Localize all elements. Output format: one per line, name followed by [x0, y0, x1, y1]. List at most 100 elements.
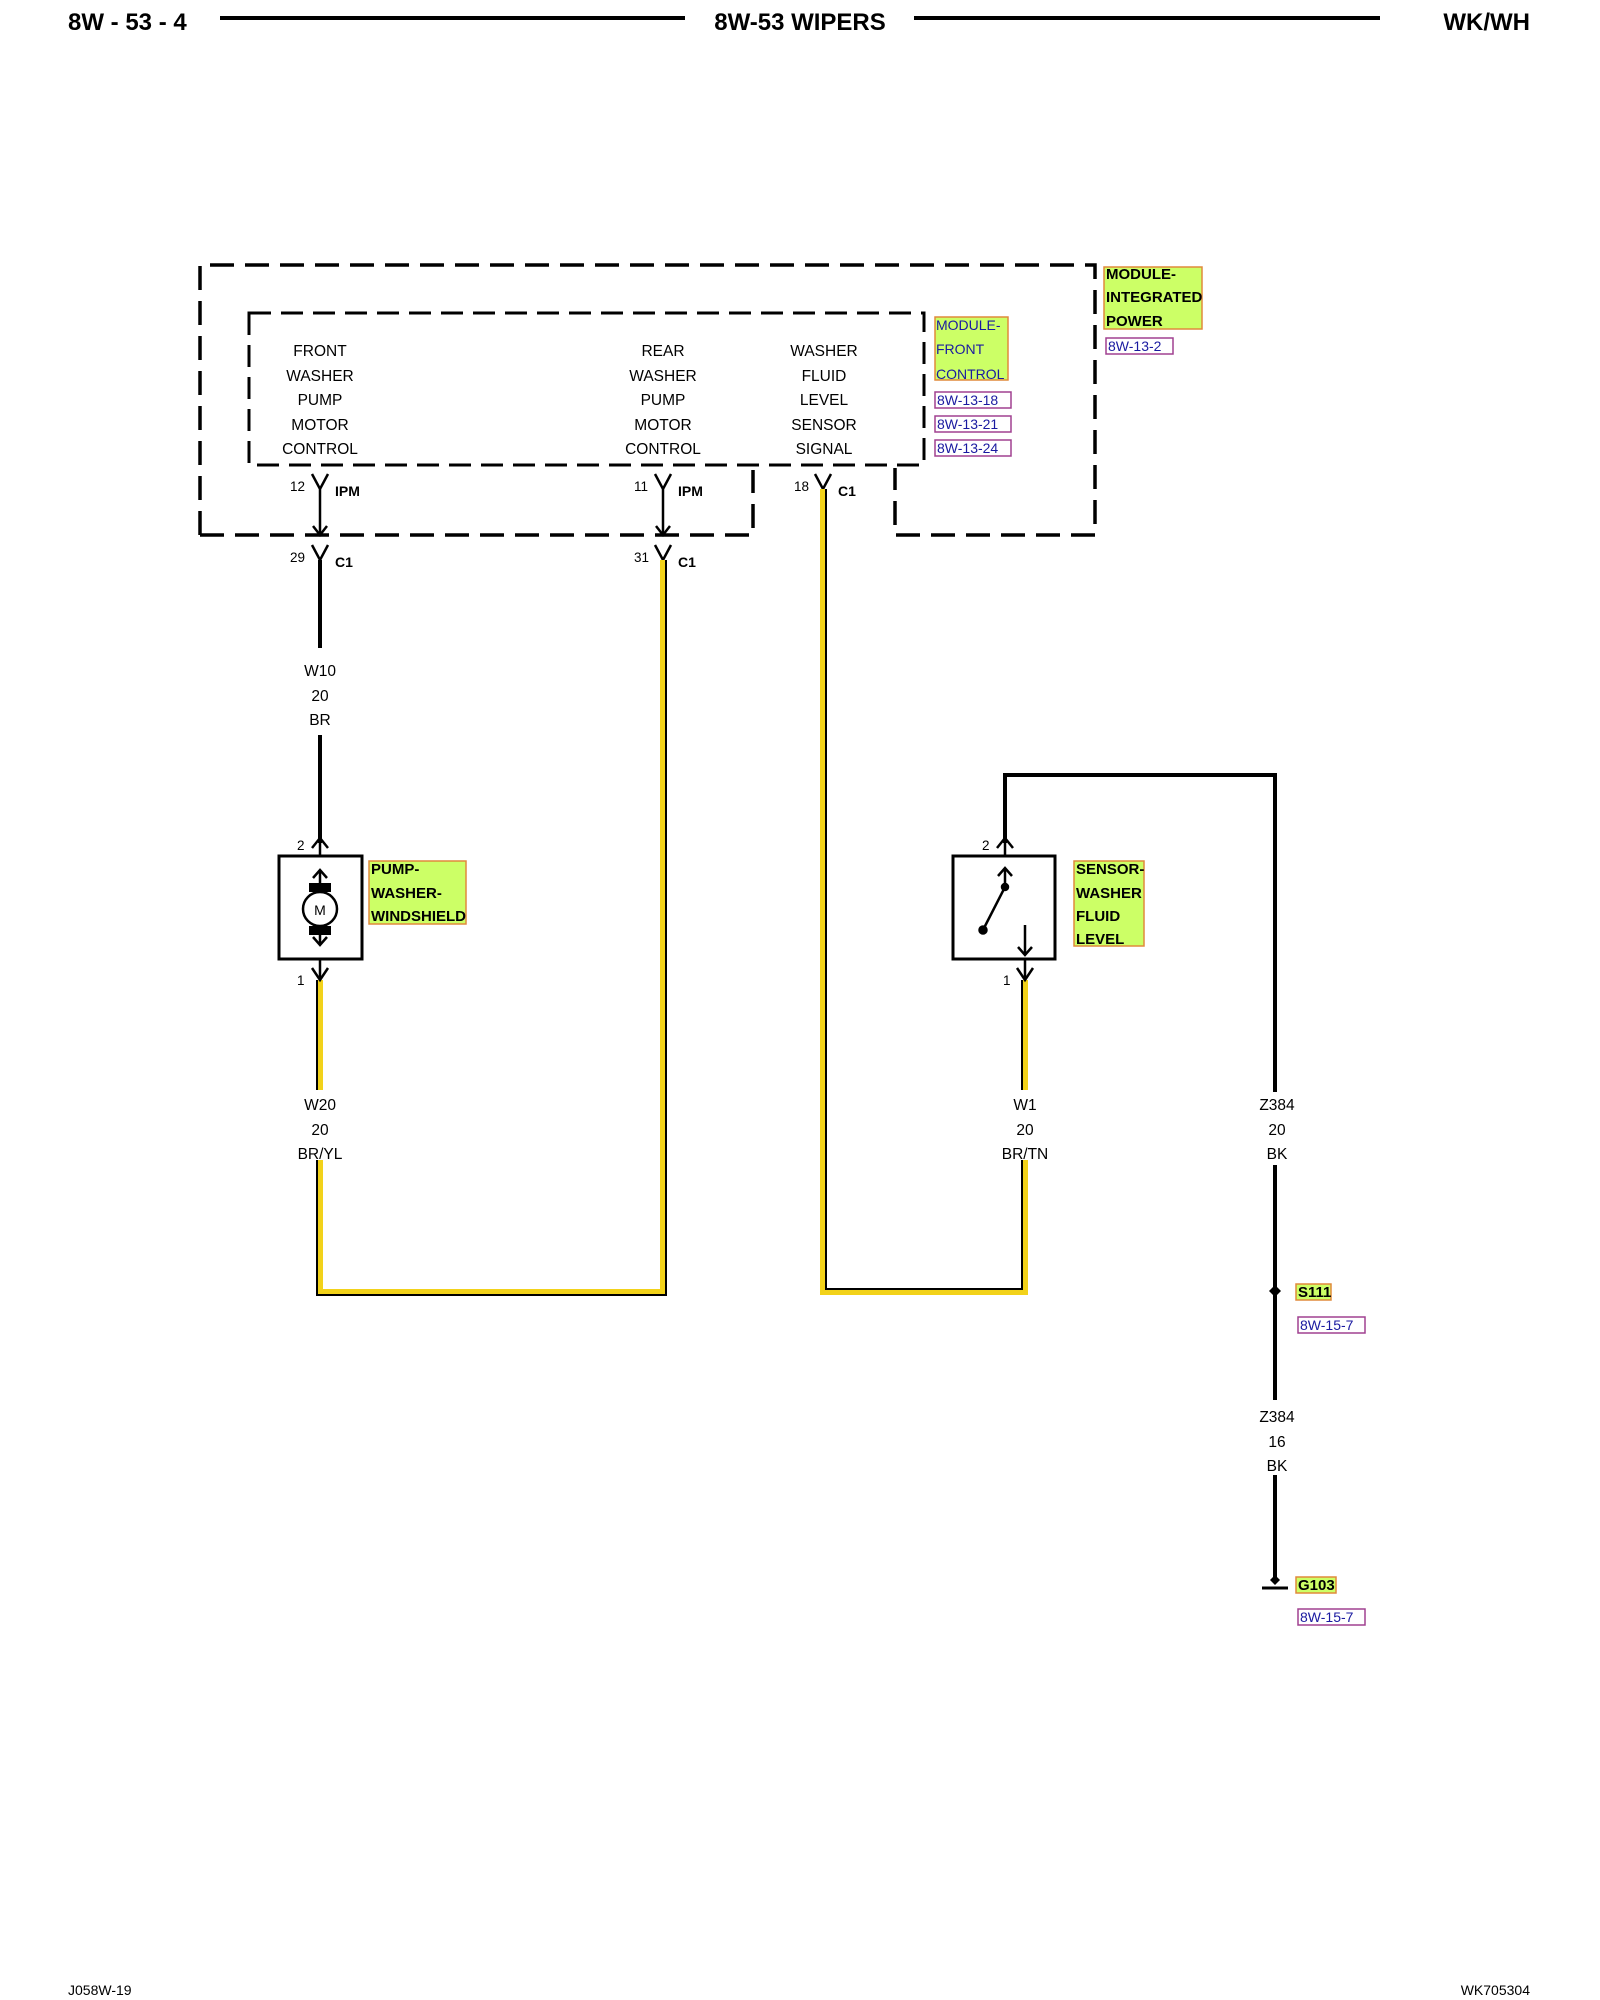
svg-text:LEVEL: LEVEL [800, 392, 849, 409]
svg-text:WASHER: WASHER [286, 368, 353, 385]
svg-text:BK: BK [1267, 1146, 1288, 1163]
pump-pin-2-connector: 2 [297, 835, 329, 855]
svg-text:20: 20 [1016, 1122, 1034, 1139]
module-front-control-tag[interactable]: MODULE- FRONT CONTROL [934, 316, 1009, 382]
page-code: 8W - 53 - 4 [68, 9, 187, 36]
svg-text:CONTROL: CONTROL [936, 366, 1005, 382]
module-integrated-power-tag[interactable]: MODULE- INTEGRATED POWER [1103, 266, 1203, 330]
svg-text:20: 20 [311, 688, 329, 705]
svg-text:WASHER: WASHER [629, 368, 696, 385]
svg-text:M: M [314, 902, 326, 918]
wire-w10-label: W10 20 BR [304, 663, 336, 729]
svg-text:BR: BR [309, 712, 331, 729]
svg-text:G103: G103 [1298, 1577, 1335, 1594]
svg-text:8W-13-18: 8W-13-18 [937, 392, 998, 408]
svg-text:REAR: REAR [641, 343, 684, 360]
svg-text:MOTOR: MOTOR [634, 417, 691, 434]
svg-text:PUMP: PUMP [298, 392, 343, 409]
svg-text:W20: W20 [304, 1097, 336, 1114]
svg-text:31: 31 [634, 550, 649, 565]
svg-text:Z384: Z384 [1259, 1097, 1295, 1114]
svg-text:20: 20 [1268, 1122, 1286, 1139]
svg-text:BR/YL: BR/YL [298, 1146, 343, 1163]
svg-text:POWER: POWER [1106, 313, 1163, 330]
svg-text:C1: C1 [335, 554, 353, 570]
svg-text:CONTROL: CONTROL [625, 441, 701, 458]
rear-washer-pump-motor-control-label: REAR WASHER PUMP MOTOR CONTROL [625, 343, 701, 458]
wire-z384-20-label: Z384 20 BK [1259, 1097, 1295, 1163]
svg-text:MOTOR: MOTOR [291, 417, 348, 434]
wire-z384-16-label: Z384 16 BK [1259, 1409, 1295, 1475]
ground-g103[interactable]: G103 [1262, 1575, 1337, 1594]
washer-fluid-level-sensor-signal-label: WASHER FLUID LEVEL SENSOR SIGNAL [790, 343, 857, 458]
svg-text:WINDSHIELD: WINDSHIELD [371, 908, 466, 925]
svg-text:SENSOR: SENSOR [791, 417, 856, 434]
svg-text:PUMP: PUMP [641, 392, 686, 409]
svg-text:8W-15-7: 8W-15-7 [1300, 1317, 1354, 1333]
svg-text:2: 2 [297, 838, 305, 853]
vehicle-model: WK/WH [1443, 9, 1530, 36]
svg-text:WASHER-: WASHER- [371, 885, 442, 902]
svg-text:20: 20 [311, 1122, 329, 1139]
footer-right-code: WK705304 [1461, 1982, 1530, 1998]
svg-text:BR/TN: BR/TN [1002, 1146, 1049, 1163]
svg-text:16: 16 [1268, 1434, 1285, 1451]
svg-text:W10: W10 [304, 663, 336, 680]
svg-text:8W-15-7: 8W-15-7 [1300, 1609, 1354, 1625]
front-washer-pump-motor-control-label: FRONT WASHER PUMP MOTOR CONTROL [282, 343, 358, 458]
page-title: 8W-53 WIPERS [714, 9, 886, 36]
connector-ipm-pin-12: 12 IPM [290, 473, 360, 499]
module-front-control-ref-link-2[interactable]: 8W-13-21 [934, 415, 1012, 433]
svg-text:1: 1 [1003, 973, 1011, 988]
wire-z384-20[interactable] [1003, 773, 1277, 1092]
connector-ipm-pin-11: 11 IPM [634, 473, 703, 499]
module-front-control-ref-link-1[interactable]: 8W-13-18 [934, 391, 1012, 409]
svg-text:LEVEL: LEVEL [1076, 931, 1124, 948]
splice-s111[interactable]: S111 [1269, 1280, 1332, 1301]
sensor-washer-fluid-level-tag[interactable]: SENSOR- WASHER FLUID LEVEL [1073, 860, 1145, 948]
splice-s111-ref-link[interactable]: 8W-15-7 [1297, 1316, 1366, 1334]
svg-text:MODULE-: MODULE- [936, 317, 1001, 333]
svg-text:2: 2 [982, 838, 990, 853]
motor-icon: M [301, 868, 339, 947]
svg-text:SIGNAL: SIGNAL [796, 441, 853, 458]
sensor-pin-1-connector: 1 [1003, 960, 1035, 988]
footer-left-code: J058W-19 [68, 1982, 132, 1998]
svg-text:PUMP-: PUMP- [371, 861, 419, 878]
wire-w1-label: W1 20 BR/TN [998, 1090, 1052, 1163]
module-front-control-ref-link-3[interactable]: 8W-13-24 [934, 439, 1012, 457]
svg-text:18: 18 [794, 479, 809, 494]
svg-text:WASHER: WASHER [790, 343, 857, 360]
svg-text:C1: C1 [678, 554, 696, 570]
connector-c1-pin-29: 29 C1 [290, 544, 353, 570]
svg-text:1: 1 [297, 973, 305, 988]
svg-text:8W-13-21: 8W-13-21 [937, 416, 998, 432]
svg-text:8W-13-24: 8W-13-24 [937, 440, 998, 456]
connector-c1-pin-31: 31 C1 [634, 544, 696, 570]
pump-pin-1-connector: 1 [297, 960, 330, 988]
module-integrated-power-ref-link[interactable]: 8W-13-2 [1105, 337, 1174, 355]
switch-icon [978, 866, 1033, 957]
wire-w20-label: W20 20 BR/YL [296, 1090, 344, 1163]
svg-text:Z384: Z384 [1259, 1409, 1295, 1426]
svg-text:CONTROL: CONTROL [282, 441, 358, 458]
svg-text:WASHER: WASHER [1076, 885, 1142, 902]
wire-w20[interactable] [316, 560, 667, 1296]
svg-text:FRONT: FRONT [936, 341, 985, 357]
ground-g103-ref-link[interactable]: 8W-15-7 [1297, 1608, 1366, 1626]
module-integrated-power-box [198, 263, 1097, 537]
svg-text:MODULE-: MODULE- [1106, 266, 1176, 283]
svg-text:IPM: IPM [335, 483, 360, 499]
svg-text:S111: S111 [1298, 1284, 1331, 1301]
svg-text:12: 12 [290, 479, 305, 494]
svg-text:FLUID: FLUID [802, 368, 847, 385]
svg-text:FRONT: FRONT [293, 343, 347, 360]
pump-washer-windshield-tag[interactable]: PUMP- WASHER- WINDSHIELD [368, 860, 467, 925]
svg-text:FLUID: FLUID [1076, 908, 1120, 925]
svg-text:W1: W1 [1013, 1097, 1036, 1114]
module-front-control-box [247, 311, 926, 467]
svg-text:INTEGRATED: INTEGRATED [1106, 289, 1203, 306]
svg-text:C1: C1 [838, 483, 856, 499]
svg-text:SENSOR-: SENSOR- [1076, 861, 1144, 878]
